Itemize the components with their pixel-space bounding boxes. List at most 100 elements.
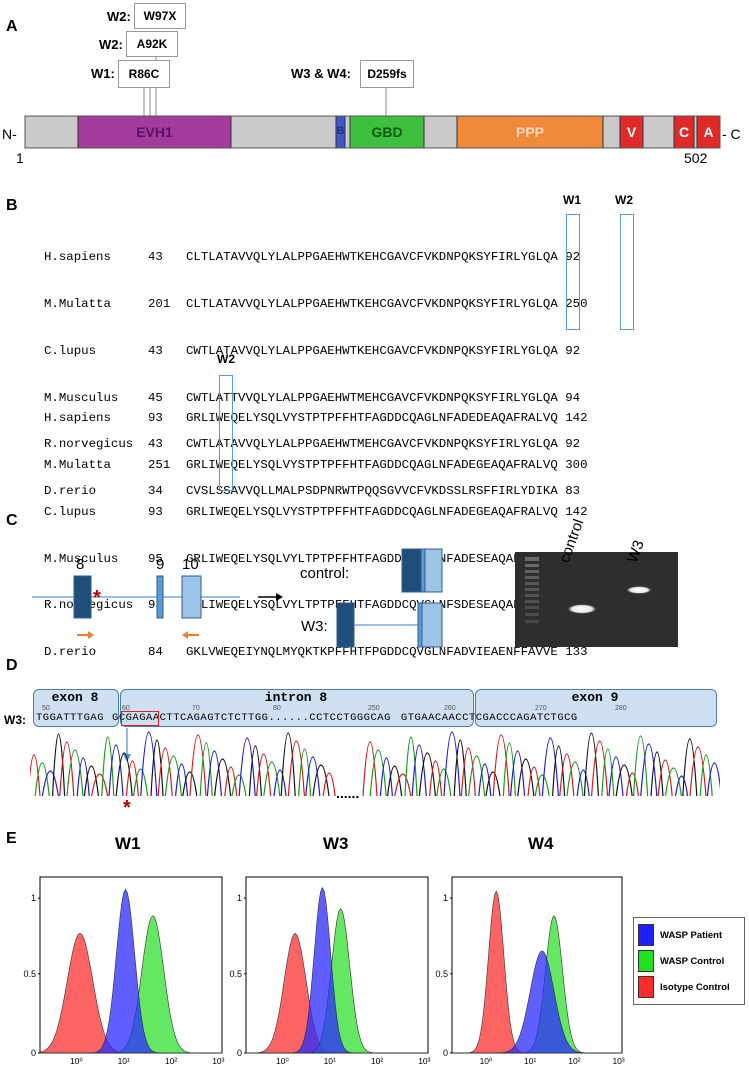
svg-text:0.5: 0.5 [229,969,242,979]
svg-text:10¹: 10¹ [324,1056,336,1066]
c-terminus-label: - C [722,126,741,142]
region-intron-8 [120,689,474,727]
legend: WASP Patient WASP Control Isotype Contro… [633,917,745,1005]
chromatogram: ...... * [30,728,720,808]
panel-c-label: C [6,512,18,529]
mutation-box-d259fs: D259fs [360,60,414,88]
region-label-exon-9: exon 9 [571,690,619,705]
sample-label-w3: W3: [4,713,26,727]
legend-swatch-isotype [638,976,654,998]
domain-label-v: V [626,124,637,140]
svg-text:10²: 10² [165,1056,177,1066]
svg-text:*: * [93,587,101,609]
domain-label-gbd: GBD [371,124,403,140]
legend-swatch-control [638,950,654,972]
svg-text:1: 1 [237,893,242,903]
region-exon-8 [33,689,119,727]
position-60: 60 [122,705,130,712]
mutation-box-a92k: A92K [126,31,178,57]
position-70: 70 [192,705,200,712]
svg-text:10³: 10³ [212,1056,224,1066]
w2-highlight-box-block2 [219,375,233,491]
seq-intron-b: CCTCCTGGGCAG [309,712,391,724]
svg-text:*: * [123,797,131,808]
w2-marker-label: W2 [615,193,633,207]
domain-label-a: A [703,124,714,140]
svg-text:1: 1 [31,893,36,903]
protein-domain-diagram [24,32,721,149]
position-50: 50 [42,705,50,712]
n-terminus-label: N- [2,126,17,142]
mutation-label-d259fs: W3 & W4: [291,66,351,81]
exon-9-number: 9 [156,556,165,573]
agarose-gel-image [515,552,678,647]
seq-exon-8: TGGATTTGAG [36,712,105,724]
panel-b-label: B [6,197,18,214]
svg-text:10³: 10³ [612,1056,624,1066]
seq-exon-9: GTGAACAACCTCGACCCAGATCTGCG [400,712,578,724]
svg-text:10³: 10³ [418,1056,430,1066]
svg-text:0: 0 [443,1048,448,1058]
panel-e-label: E [6,830,17,847]
exon-8-number: 8 [76,556,85,573]
end-residue-label: 502 [684,150,708,166]
exon-8-box [73,575,92,619]
region-exon-9 [475,689,717,727]
panel-a-label: A [6,18,18,35]
region-label-exon-8: exon 8 [51,690,99,705]
splicing-diagram: * [32,548,443,648]
insertion-highlight-box [121,711,159,726]
svg-text:10²: 10² [371,1056,383,1066]
position-280: 280 [615,705,627,712]
legend-item: Isotype Control [638,976,730,998]
exon-10-number: 10 [182,556,199,573]
svg-text:0.5: 0.5 [435,969,448,979]
position-270: 270 [535,705,547,712]
domain-label-c: C [678,124,690,140]
legend-swatch-patient [638,924,654,946]
mutation-box-r86c: R86C [118,60,170,88]
start-residue-label: 1 [16,150,24,166]
exon-9-box [156,575,164,619]
w2-marker-label-block2: W2 [217,352,235,366]
domain-label-b: B [336,125,345,137]
region-label-intron-8: intron 8 [264,690,328,705]
position-80: 80 [273,705,281,712]
exon-10-box [181,575,202,619]
control-product-label: control: [300,565,350,582]
domain-gbd [349,115,425,149]
position-250: 250 [368,705,380,712]
svg-text:10⁰: 10⁰ [70,1056,83,1066]
mutation-label-a92k: W2: [99,37,123,52]
domain-label-evh1: EVH1 [136,124,173,140]
histogram-title-w3: W3 [323,834,349,853]
svg-text:10¹: 10¹ [118,1056,130,1066]
svg-text:......: ...... [336,785,359,801]
seq-dots: ...... [268,712,310,724]
position-260: 260 [444,705,456,712]
histogram-title-w4: W4 [528,834,554,853]
w3-product-label: W3: [301,618,328,635]
svg-text:0.5: 0.5 [23,969,36,979]
svg-text:10¹: 10¹ [524,1056,536,1066]
w2-highlight-box [620,214,634,330]
svg-text:10²: 10² [568,1056,580,1066]
mutation-label-w97x: W2: [107,9,131,24]
mutation-label-r86c: W1: [91,66,115,81]
w1-marker-label: W1 [563,193,581,207]
w1-highlight-box [566,214,580,330]
legend-item: WASP Patient [638,924,722,946]
svg-text:10⁰: 10⁰ [480,1056,493,1066]
